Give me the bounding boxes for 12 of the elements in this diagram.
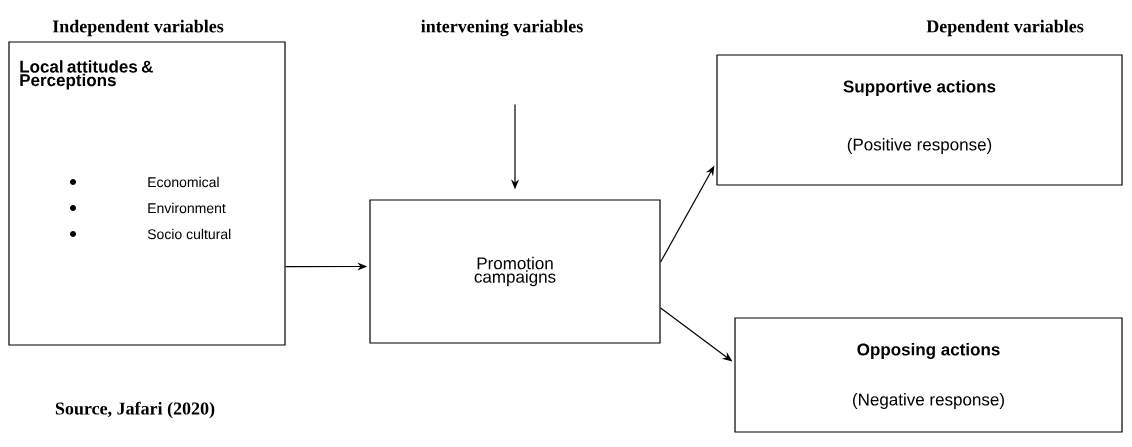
column-heading: intervening variables bbox=[421, 19, 583, 37]
box-text: Supportive actions bbox=[843, 80, 996, 96]
box-text: (Negative response) bbox=[853, 393, 1004, 409]
column-heading: Dependent variables bbox=[926, 19, 1084, 37]
bullet-item: Economical bbox=[148, 176, 219, 188]
box-heading: Local attitudes & Perceptions bbox=[20, 60, 153, 90]
box-text: (Positive response) bbox=[847, 138, 992, 154]
bullet-item: Environment bbox=[148, 202, 226, 214]
box-text: Opposing actions bbox=[857, 343, 1000, 359]
source-note: Source, Jafari (2020) bbox=[55, 401, 215, 419]
bullet-item: Socio cultural bbox=[147, 228, 231, 240]
box-text: Promotion campaigns bbox=[474, 256, 556, 287]
